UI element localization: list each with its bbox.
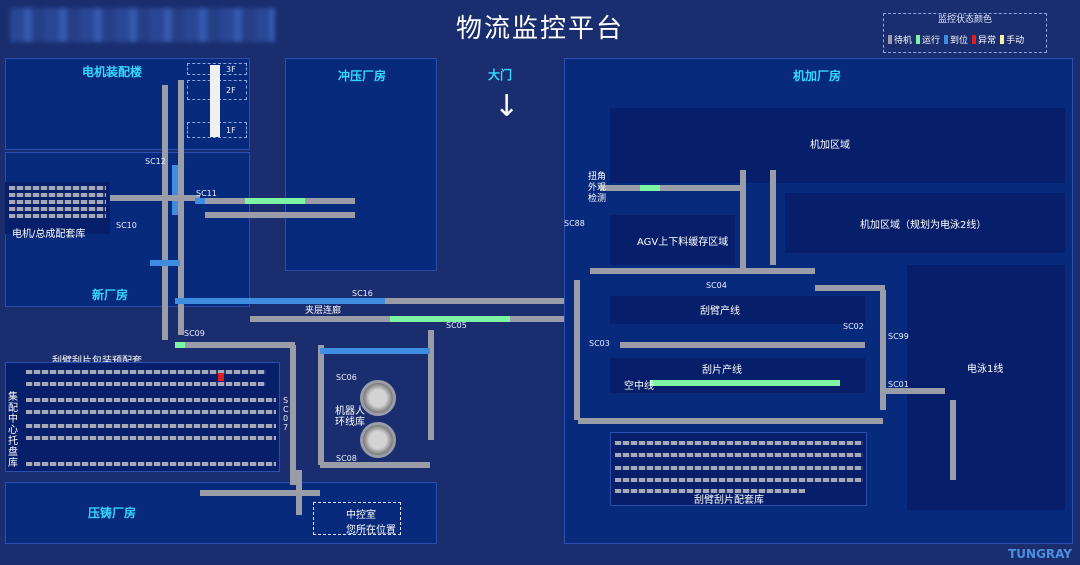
- mach-top-belt[interactable]: [600, 185, 740, 191]
- mach-ring-bottom[interactable]: [578, 418, 883, 424]
- zone-machining-label: 机加厂房: [793, 69, 842, 83]
- station-sc04[interactable]: SC04: [706, 281, 727, 290]
- page-title: 物流监控平台: [455, 14, 624, 44]
- zone-stamping[interactable]: [285, 58, 437, 271]
- motor-store-label: 电机/总成配套库: [12, 229, 86, 240]
- station-sc99[interactable]: SC99: [888, 332, 909, 341]
- ep-lift[interactable]: [950, 400, 956, 480]
- trunk-belt-3[interactable]: [175, 342, 295, 348]
- ep-line-1[interactable]: 电泳1线: [907, 265, 1065, 510]
- blue-curve-belt[interactable]: [150, 260, 180, 266]
- torsion-label: 扭角外观检测: [588, 172, 607, 204]
- blade-line[interactable]: 刮片产线: [610, 358, 865, 393]
- mach-ring-right[interactable]: [880, 290, 886, 410]
- zone-stamping-label: 冲压厂房: [338, 69, 387, 83]
- lift-conveyor-2[interactable]: [178, 80, 184, 335]
- trunk-belt-gray[interactable]: [385, 298, 575, 304]
- legend-items: 待机 运行 到位 异常 手动: [888, 33, 1024, 46]
- stamping-belt-green[interactable]: [245, 198, 305, 204]
- central-tray-label: 集配中心托盘库: [8, 392, 18, 469]
- mach-v-1[interactable]: [740, 170, 746, 270]
- station-sc12[interactable]: SC12: [145, 157, 166, 166]
- station-sc02[interactable]: SC02: [843, 322, 864, 331]
- station-sc16[interactable]: SC16: [352, 289, 373, 298]
- gate-arrow-icon: ↓: [494, 89, 520, 124]
- legend-title: 监控状态颜色: [937, 15, 992, 25]
- legend-manual: 手动: [1000, 33, 1024, 46]
- legend-arrived: 到位: [944, 33, 968, 46]
- zone-casting-label: 压铸厂房: [88, 506, 137, 520]
- arm-line-belt[interactable]: [620, 342, 865, 348]
- casting-drop[interactable]: [296, 470, 302, 515]
- mach-mid-belt[interactable]: [590, 268, 815, 274]
- trunk-green-1[interactable]: [390, 316, 510, 322]
- legend-standby: 待机: [888, 33, 912, 46]
- to-ep-belt[interactable]: [885, 388, 945, 394]
- robot-loop-bottom[interactable]: [320, 462, 430, 468]
- robot-loop-left[interactable]: [290, 345, 296, 485]
- station-sc01[interactable]: SC01: [888, 380, 909, 389]
- central-tray-store[interactable]: [5, 362, 280, 472]
- trunk-belt-blue[interactable]: [175, 298, 385, 304]
- arm-blade-store[interactable]: [610, 432, 867, 506]
- mach-area[interactable]: 机加区域: [610, 108, 1065, 183]
- robot-2[interactable]: [360, 422, 396, 458]
- robot-1[interactable]: [360, 380, 396, 416]
- legend-error: 异常: [972, 33, 996, 46]
- zone-motor-label: 电机装配楼: [82, 65, 143, 79]
- control-room-name: 中控室: [346, 510, 376, 521]
- status-legend: 监控状态颜色 待机 运行 到位 异常 手动: [883, 13, 1047, 53]
- trunk-green-2[interactable]: [175, 342, 185, 348]
- lift-conveyor-1[interactable]: [162, 85, 168, 340]
- mach-area-plan[interactable]: 机加区域（规划为电泳2线）: [785, 193, 1065, 253]
- station-sc09[interactable]: SC09: [184, 329, 205, 338]
- blade-line-green[interactable]: [650, 380, 840, 386]
- laser-label: 夹层连廊: [305, 306, 342, 316]
- station-sc10[interactable]: SC10: [116, 221, 137, 230]
- elevator-column: [210, 65, 220, 137]
- station-sc11[interactable]: SC11: [196, 189, 217, 198]
- zone-new-plant[interactable]: [5, 152, 250, 307]
- station-sc88[interactable]: SC88: [564, 219, 585, 228]
- blade-pack-label: 刮臂刮片包装预配套: [52, 352, 142, 367]
- motor-store[interactable]: [5, 182, 110, 234]
- agv-buffer[interactable]: AGV上下料缓存区域: [610, 215, 735, 265]
- stamping-belt-2[interactable]: [205, 212, 355, 218]
- station-sc08[interactable]: SC08: [336, 454, 357, 463]
- station-sc06[interactable]: SC06: [336, 373, 357, 382]
- mach-v-2[interactable]: [770, 170, 776, 265]
- station-sc03[interactable]: SC03: [589, 339, 610, 348]
- station-sc05[interactable]: SC05: [446, 321, 467, 330]
- blurred-company-title: [10, 8, 275, 42]
- zone-new-plant-label: 新厂房: [92, 288, 129, 302]
- brand-logo: TUNGRAY: [1008, 547, 1072, 561]
- station-sc07[interactable]: SC07: [283, 396, 289, 432]
- control-room-you: 您所在位置: [346, 525, 396, 536]
- control-room[interactable]: 中控室 您所在位置: [313, 502, 401, 536]
- legend-running: 运行: [916, 33, 940, 46]
- mach-ring-top[interactable]: [815, 285, 885, 291]
- mach-top-green[interactable]: [640, 185, 660, 191]
- robot-loop-label: 机器人环线库: [335, 406, 365, 428]
- arm-line[interactable]: 刮臂产线: [610, 296, 865, 324]
- first-line-label: 空中线: [624, 381, 654, 392]
- zone-motor-building[interactable]: [5, 58, 250, 150]
- new-plant-belt[interactable]: [110, 195, 200, 201]
- zone-gate: 大门: [488, 68, 513, 82]
- arm-blade-store-label: 刮臂刮片配套库: [694, 495, 764, 506]
- robot-loop-top[interactable]: [320, 348, 430, 354]
- mach-ring-left[interactable]: [574, 280, 580, 420]
- robot-loop-right[interactable]: [428, 330, 434, 440]
- blue-vertical-1[interactable]: [172, 165, 178, 215]
- casting-belt[interactable]: [200, 490, 320, 496]
- robot-loop-mid[interactable]: [318, 345, 324, 465]
